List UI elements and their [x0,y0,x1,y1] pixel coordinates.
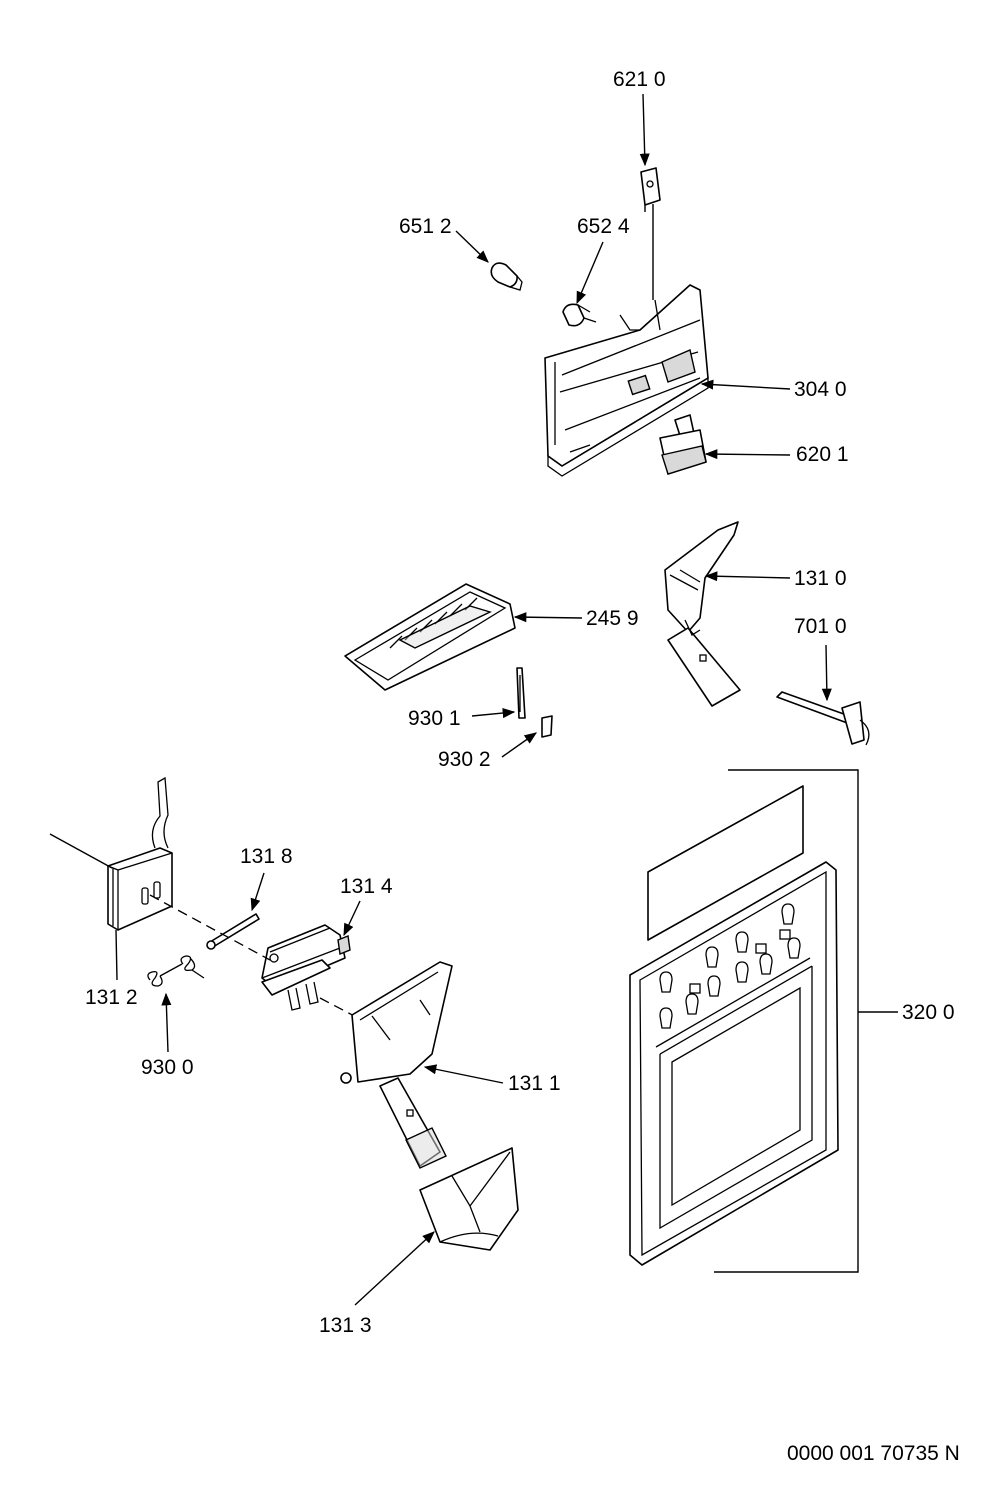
part-304-0 [544,284,709,477]
label-930-2: 930 2 [438,732,538,771]
part-131-2 [49,776,173,931]
label-320-0: 320 0 [858,1001,955,1024]
assembly-line-1 [149,894,271,961]
label-304-0: 304 0 [700,378,847,401]
label-131-2: 131 2 [85,929,138,1009]
svg-text:652 4: 652 4 [577,215,630,238]
svg-text:131 3: 131 3 [319,1314,372,1337]
svg-text:930 2: 930 2 [438,748,491,771]
label-701-0: 701 0 [794,615,847,702]
part-930-0 [147,955,205,987]
svg-text:131 1: 131 1 [508,1072,561,1095]
label-131-8: 131 8 [240,845,293,912]
document-number: 0000 001 70735 N [787,1442,960,1465]
svg-text:621 0: 621 0 [613,68,666,91]
svg-text:651 2: 651 2 [399,215,452,238]
part-131-0 [664,521,741,707]
svg-text:701 0: 701 0 [794,615,847,638]
svg-text:131 4: 131 4 [340,875,393,898]
label-651-2: 651 2 [399,215,489,263]
part-930-1 [516,667,526,719]
svg-text:320 0: 320 0 [902,1001,955,1024]
label-620-1: 620 1 [704,443,849,466]
svg-text:131 8: 131 8 [240,845,293,868]
label-131-3: 131 3 [319,1231,435,1337]
part-131-3 [419,1147,519,1251]
label-930-1: 930 1 [408,707,516,730]
svg-text:131 0: 131 0 [794,567,847,590]
label-245-9: 245 9 [513,607,639,630]
svg-text:245 9: 245 9 [586,607,639,630]
part-131-8 [206,913,260,950]
part-930-2 [541,715,553,738]
part-651-2 [490,262,523,291]
svg-text:930 1: 930 1 [408,707,461,730]
svg-text:131 2: 131 2 [85,986,138,1009]
label-652-4: 652 4 [576,215,630,305]
part-245-9 [344,583,516,691]
part-621-0 [640,167,661,300]
label-131-1: 131 1 [423,1064,561,1095]
part-320-0 [629,769,859,1273]
label-131-4: 131 4 [340,875,393,937]
label-930-0: 930 0 [141,992,194,1079]
label-131-0: 131 0 [704,567,847,590]
part-131-1 [340,961,453,1169]
panel-keys [659,903,801,1029]
label-621-0: 621 0 [613,68,666,167]
svg-text:620 1: 620 1 [796,443,849,466]
svg-text:930 0: 930 0 [141,1056,194,1079]
part-701-0 [776,691,870,746]
part-131-4 [261,924,351,1011]
svg-text:304 0: 304 0 [794,378,847,401]
part-652-4 [562,303,597,327]
part-620-1 [659,414,707,475]
